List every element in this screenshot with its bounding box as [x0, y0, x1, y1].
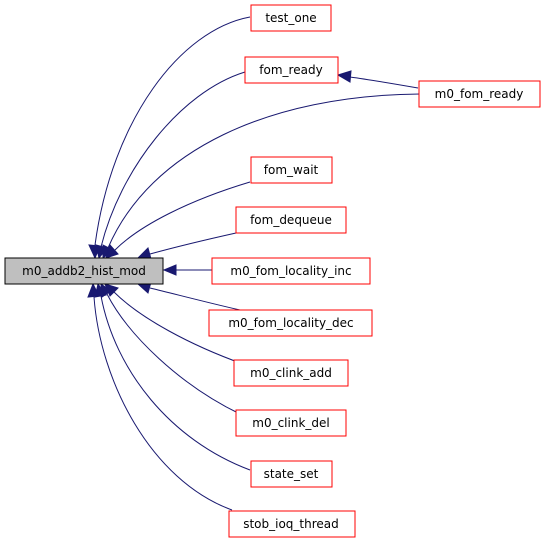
node-fom-ready-label: fom_ready [259, 63, 322, 77]
edges [87, 16, 421, 511]
node-m0-fom-ready[interactable]: m0_fom_ready [418, 80, 541, 108]
node-m0-clink-add[interactable]: m0_clink_add [233, 359, 349, 387]
arrowhead-locality-inc [162, 264, 177, 276]
edge-state-set-to-root [100, 295, 251, 471]
node-m0-clink-del[interactable]: m0_clink_del [235, 409, 347, 437]
node-state-set-label: state_set [264, 467, 319, 481]
edge-stob-ioq-thread-to-root [93, 296, 233, 511]
node-test-one[interactable]: test_one [250, 4, 332, 32]
node-m0-fom-locality-inc-label: m0_fom_locality_inc [230, 264, 351, 278]
node-m0-fom-locality-inc[interactable]: m0_fom_locality_inc [211, 257, 371, 285]
arrowhead-fom-dequeue [136, 247, 152, 260]
edge-m0-fom-ready-to-fom-ready [349, 76, 419, 89]
node-m0-fom-locality-dec-label: m0_fom_locality_dec [228, 316, 353, 330]
node-fom-wait-label: fom_wait [264, 163, 319, 177]
edge-m0-fom-ready-to-root [107, 93, 421, 249]
node-root-label: m0_addb2_hist_mod [22, 264, 146, 278]
arrowhead-fom-wait [105, 244, 119, 259]
edge-fom-dequeue-to-root [149, 232, 237, 255]
node-fom-dequeue[interactable]: fom_dequeue [235, 206, 347, 234]
node-stob-ioq-thread[interactable]: stob_ioq_thread [228, 510, 356, 538]
edge-clink-add-to-root [113, 291, 244, 365]
arrowhead-stob-ioq-thread [87, 282, 100, 298]
edge-clink-del-to-root [106, 293, 241, 415]
edge-fom-ready-to-root [100, 71, 246, 248]
node-fom-dequeue-label: fom_dequeue [250, 213, 332, 227]
edge-test-one-to-root [94, 16, 251, 246]
node-fom-wait[interactable]: fom_wait [250, 156, 333, 184]
node-m0-fom-ready-label: m0_fom_ready [435, 87, 524, 101]
node-m0-fom-locality-dec[interactable]: m0_fom_locality_dec [208, 309, 373, 337]
edge-fom-wait-to-root [114, 181, 251, 251]
node-state-set[interactable]: state_set [250, 460, 333, 488]
node-m0-clink-del-label: m0_clink_del [252, 416, 329, 430]
edge-locality-dec-to-root [149, 287, 241, 311]
node-stob-ioq-thread-label: stob_ioq_thread [243, 517, 339, 531]
node-fom-ready[interactable]: fom_ready [244, 56, 339, 84]
node-root[interactable]: m0_addb2_hist_mod [4, 257, 164, 285]
arrowhead-fom-ready-in [336, 70, 352, 83]
node-m0-clink-add-label: m0_clink_add [250, 366, 332, 380]
node-test-one-label: test_one [265, 11, 316, 25]
